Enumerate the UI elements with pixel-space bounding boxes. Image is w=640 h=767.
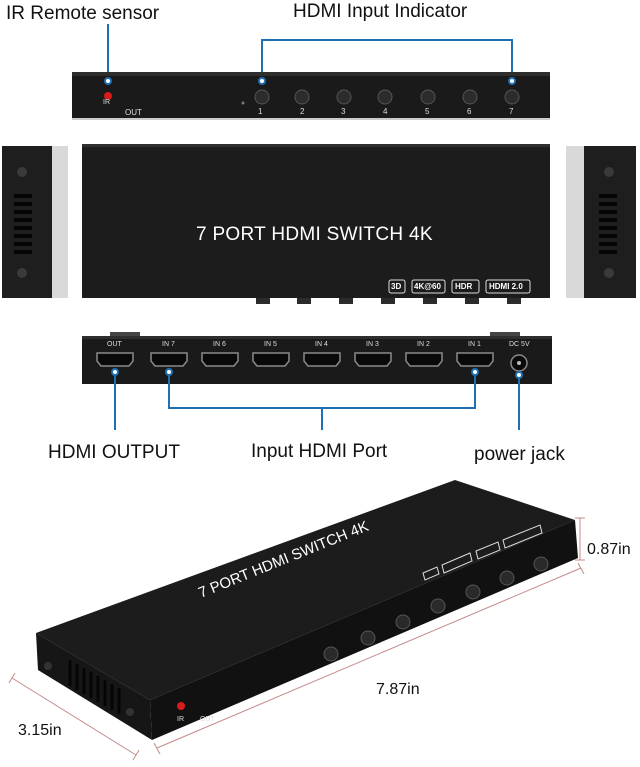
hdmi-input-indicator-label: HDMI Input Indicator [293,1,468,22]
rear-power-label: DC 5V [509,341,530,348]
rear-port-in2-label: IN 2 [417,341,430,348]
perspective-buttons [323,556,549,662]
badge-4k60: 4K@60 [414,282,441,291]
right-side-view [566,146,636,298]
top-and-side-views [2,144,636,304]
rear-panel-view [82,332,552,430]
rear-port-out-label: OUT [107,341,122,348]
top-view-title: 7 PORT HDMI SWITCH 4K [196,224,433,245]
dimension-height: 0.87in [587,541,631,558]
perspective-out-label: OUT [200,716,215,723]
button-label-3: 3 [341,107,346,116]
perspective-badges [422,524,543,581]
button-label-1: 1 [258,107,263,116]
dimension-depth: 3.15in [18,722,62,739]
front-panel-body [72,72,550,118]
perspective-ir-label: IR [177,716,184,723]
rear-port-in4-label: IN 4 [315,341,328,348]
input-hdmi-port-label: Input HDMI Port [251,441,388,462]
front-buttons [241,77,520,105]
perspective-view [8,480,585,761]
device-front-face [150,520,578,740]
rear-port-in5-label: IN 5 [264,341,277,348]
top-view [82,144,550,304]
power-jack-label: power jack [474,444,565,465]
badge-hdmi20: HDMI 2.0 [489,282,523,291]
rear-port-in7-label: IN 7 [162,341,175,348]
button-label-7: 7 [509,107,514,116]
button-label-2: 2 [300,107,305,116]
device-left-face [36,633,152,740]
badge-hdr: HDR [455,282,473,291]
dimension-lines [8,517,585,761]
hdmi-ports [96,352,494,367]
left-side-view [2,146,68,298]
badge-3d: 3D [391,282,402,291]
device-top-face [36,480,575,700]
rear-port-in1-label: IN 1 [468,341,481,348]
ir-remote-sensor-label: IR Remote sensor [6,3,160,24]
button-label-6: 6 [467,107,472,116]
button-label-4: 4 [383,107,388,116]
rear-port-in3-label: IN 3 [366,341,379,348]
perspective-ir-led [177,702,185,710]
hdmi-output-label: HDMI OUTPUT [48,442,180,463]
ir-led [104,92,112,100]
front-out-label: OUT [125,108,142,117]
button-label-5: 5 [425,107,430,116]
front-panel-view [72,24,550,120]
rear-port-in6-label: IN 6 [213,341,226,348]
front-ir-label: IR [103,99,110,106]
indicator-callout-line [261,39,513,82]
dimension-length: 7.87in [376,681,420,698]
